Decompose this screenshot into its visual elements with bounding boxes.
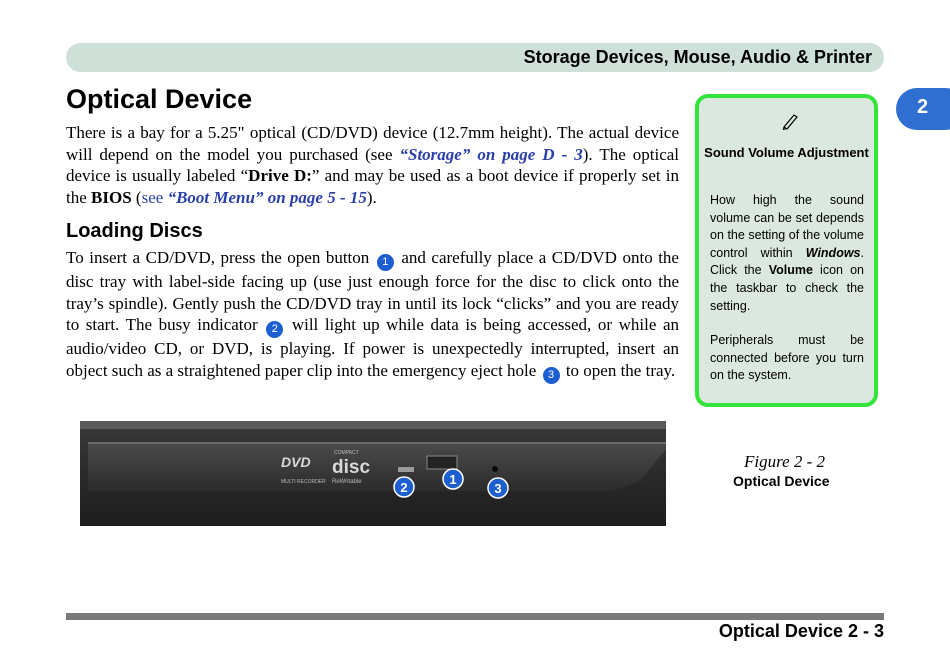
callout-2-busy-indicator: 2 — [266, 321, 284, 339]
page-title: Optical Device — [66, 84, 253, 114]
para1-text-4: ( — [131, 187, 142, 207]
see-word: see — [141, 187, 168, 207]
footer-page-label: Optical Device 2 - 3 — [718, 621, 884, 641]
volume-term: Volume — [768, 263, 813, 278]
bios-term: BIOS — [91, 187, 132, 207]
boot-menu-xref-link[interactable]: “Boot Menu” on page 5 - 15 — [167, 187, 367, 207]
para2-text-3: will light up while data is being access… — [66, 315, 679, 380]
figure-caption: Optical Device — [733, 473, 830, 489]
callout-1-open-button: 1 — [376, 254, 394, 271]
side-p1-text-3: icon on the taskbar to check the setting… — [710, 263, 865, 313]
figure-label: Figure 2 - 2 — [744, 452, 826, 471]
callout-marker-2: 2 — [393, 476, 415, 498]
para2-text-2: and carefully place a CD/DVD onto the di… — [66, 248, 679, 335]
para1-text-3: ” and may be used as a boot device if pr… — [66, 166, 680, 207]
callout-marker-1: 1 — [442, 468, 464, 490]
open-button — [426, 455, 458, 470]
disc-logo-text: disc — [332, 457, 370, 478]
compact-disc-logo: COMPACT disc ReWritable — [332, 450, 370, 485]
side-p1-text-1: How high the sound volume can be set dep… — [710, 193, 864, 260]
sidebar-paragraph-1: How high the sound volume can be set dep… — [710, 192, 864, 315]
dvd-logo: DVD MULTI RECORDER — [281, 454, 326, 485]
para1-text-5: ). — [366, 187, 377, 207]
para1-text-2: ). The optical device is usually labeled… — [66, 144, 680, 186]
intro-paragraph: There is a bay for a 5.25" optical (CD/D… — [66, 122, 679, 208]
pencil-note-icon — [782, 114, 798, 130]
sidebar-heading: Sound Volume Adjustment — [704, 145, 869, 160]
para2-text-1: To insert a CD/DVD, press the open butto… — [66, 248, 375, 267]
sidebar-note-box: Sound Volume Adjustment How high the sou… — [695, 94, 878, 407]
section-title: Loading Discs — [66, 220, 203, 242]
loading-discs-paragraph: To insert a CD/DVD, press the open butto… — [66, 247, 679, 384]
disc-logo-top: COMPACT — [334, 450, 359, 456]
footer-rule — [66, 613, 884, 620]
callout-marker-2-label: 2 — [400, 480, 407, 495]
para2-text-4: to open the tray. — [561, 360, 676, 380]
top-edge — [80, 421, 666, 429]
para1-text-1: There is a bay for a 5.25" optical (CD/D… — [66, 123, 679, 164]
chapter-tab[interactable]: 2 — [896, 88, 950, 130]
sidebar-paragraph-2: Peripherals must be connected before you… — [710, 333, 864, 383]
drive-label: Drive D: — [248, 166, 312, 186]
emergency-eject-hole — [492, 466, 498, 472]
dvd-logo-subtext: MULTI RECORDER — [281, 479, 326, 485]
callout-marker-1-label: 1 — [449, 472, 456, 487]
dvd-logo-text: DVD — [281, 454, 311, 470]
callout-marker-3-label: 3 — [494, 481, 501, 496]
callout-3-eject-hole: 3 — [542, 366, 560, 384]
callout-marker-3: 3 — [487, 477, 509, 499]
chapter-number: 2 — [917, 96, 929, 118]
header-bar: Storage Devices, Mouse, Audio & Printer — [66, 43, 884, 72]
windows-term: Windows — [805, 245, 861, 260]
disc-logo-subtext: ReWritable — [332, 479, 362, 485]
storage-xref-link[interactable]: “Storage” on page D - 3 — [399, 144, 583, 164]
header-title: Storage Devices, Mouse, Audio & Printer — [523, 47, 872, 67]
side-p1-text-2: . Click the — [710, 245, 864, 278]
drive-tray — [88, 443, 666, 491]
optical-drive-photo: DVD MULTI RECORDER COMPACT disc ReWritab… — [80, 421, 666, 526]
busy-indicator-led — [398, 467, 414, 472]
